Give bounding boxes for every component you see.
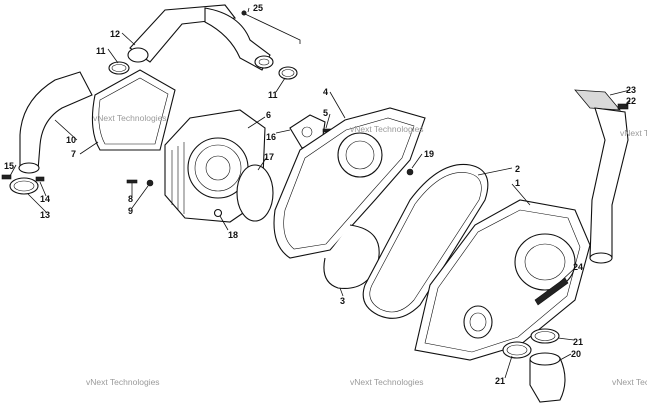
watermark-5: vNext Technologies (612, 377, 647, 387)
part-23-bracket (574, 89, 621, 111)
part-18-grommet (213, 208, 223, 218)
callout-5: 5 (323, 108, 328, 118)
part-4-inner-cover (273, 107, 426, 259)
callout-22: 22 (626, 96, 636, 106)
part-8-screw (126, 179, 138, 184)
callout-10: 10 (66, 135, 76, 145)
part-24-decal (534, 277, 569, 306)
part-25-wire (241, 10, 301, 44)
part-21-clamp-left (502, 341, 532, 359)
watermark-1: vNext Technologies (93, 113, 167, 123)
callout-21-left: 21 (495, 376, 505, 386)
part-12-intake-duct (127, 4, 274, 71)
callouts: 25 12 11 11 10 7 15 14 13 8 9 6 17 16 4 … (4, 3, 636, 386)
part-19-bolt (406, 168, 414, 176)
callout-17: 17 (264, 152, 274, 162)
part-right-duct (589, 107, 629, 264)
callout-11-upper: 11 (96, 46, 106, 56)
part-20-outlet-boot (529, 352, 566, 403)
part-13-clamp (9, 177, 39, 195)
callout-13: 13 (40, 210, 50, 220)
part-2-belt (362, 163, 489, 319)
part-14-screw (35, 176, 45, 182)
part-21-clamp-right (530, 328, 560, 344)
part-10-left-duct (18, 71, 93, 174)
callout-21-right: 21 (573, 337, 583, 347)
callout-15: 15 (4, 161, 14, 171)
callout-4: 4 (323, 87, 328, 97)
part-11-clamp-upper-left (108, 61, 130, 75)
callout-18: 18 (228, 230, 238, 240)
watermark-6: vNext Technologies (620, 128, 647, 138)
part-22-clamp (617, 103, 629, 110)
callout-2: 2 (515, 164, 520, 174)
callout-11-lower: 11 (268, 90, 278, 100)
watermark-3: vNext Technologies (86, 377, 160, 387)
callout-14: 14 (40, 194, 50, 204)
watermarks: vNext Technologies vNext Technologies vN… (86, 113, 647, 387)
part-17-o-ring (236, 164, 274, 222)
callout-3: 3 (340, 296, 345, 306)
callout-12: 12 (110, 29, 120, 39)
callout-8: 8 (128, 194, 133, 204)
part-7-gasket (91, 69, 176, 151)
callout-24: 24 (573, 262, 583, 272)
leader-lines (9, 7, 631, 379)
callout-25: 25 (253, 3, 263, 13)
part-15-screw (1, 174, 12, 180)
callout-19: 19 (424, 149, 434, 159)
callout-6: 6 (266, 110, 271, 120)
callout-16: 16 (266, 132, 276, 142)
watermark-2: vNext Technologies (350, 124, 424, 134)
callout-23: 23 (626, 85, 636, 95)
callout-7: 7 (71, 149, 76, 159)
callout-20: 20 (571, 349, 581, 359)
part-1-outer-cover (414, 199, 591, 361)
part-3-seal (323, 224, 380, 290)
part-11-clamp-upper-right (278, 66, 298, 80)
callout-1: 1 (515, 178, 520, 188)
watermark-4: vNext Technologies (350, 377, 424, 387)
part-9-washer (146, 179, 154, 187)
callout-9: 9 (128, 206, 133, 216)
